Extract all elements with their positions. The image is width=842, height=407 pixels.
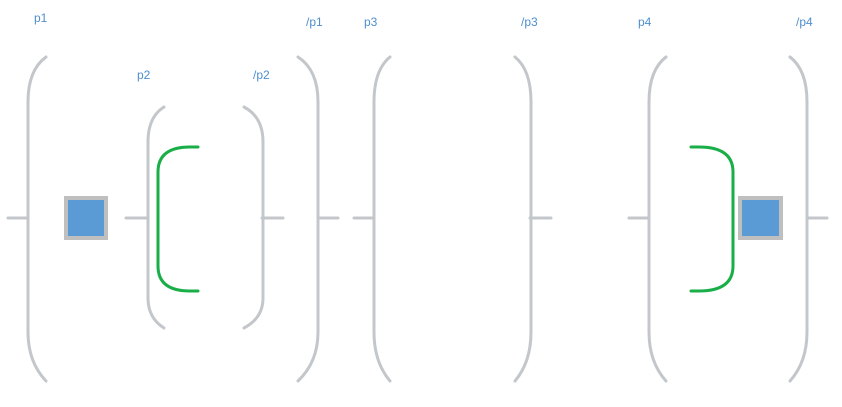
- p4-close-bracket: [788, 55, 809, 383]
- blue-square-icon: [738, 196, 783, 240]
- blue-square-icon: [64, 196, 108, 240]
- p4-open-bracket: [647, 55, 668, 383]
- p1-close-bracket: [296, 55, 320, 383]
- label-p3-close: /p3: [521, 15, 538, 29]
- p2-open-bracket: [146, 105, 166, 330]
- label-p1-open: p1: [34, 11, 48, 25]
- label-p3-open: p3: [364, 15, 378, 29]
- label-p1-close: /p1: [306, 15, 323, 29]
- p1-brackets: [26, 55, 320, 383]
- green-open-bracket: [156, 145, 200, 293]
- p1-open-bracket: [26, 55, 48, 383]
- p2-close-bracket: [242, 105, 265, 330]
- green-close-bracket: [689, 145, 735, 293]
- p3-brackets: [372, 55, 533, 383]
- label-p2-close: /p2: [253, 68, 270, 82]
- p3-open-bracket: [372, 55, 392, 383]
- label-p4-open: p4: [638, 15, 652, 29]
- p4-brackets: [647, 55, 809, 383]
- label-p4-close: /p4: [796, 15, 813, 29]
- label-p2-open: p2: [137, 68, 151, 82]
- p2-brackets: [146, 105, 265, 330]
- p3-close-bracket: [513, 55, 533, 383]
